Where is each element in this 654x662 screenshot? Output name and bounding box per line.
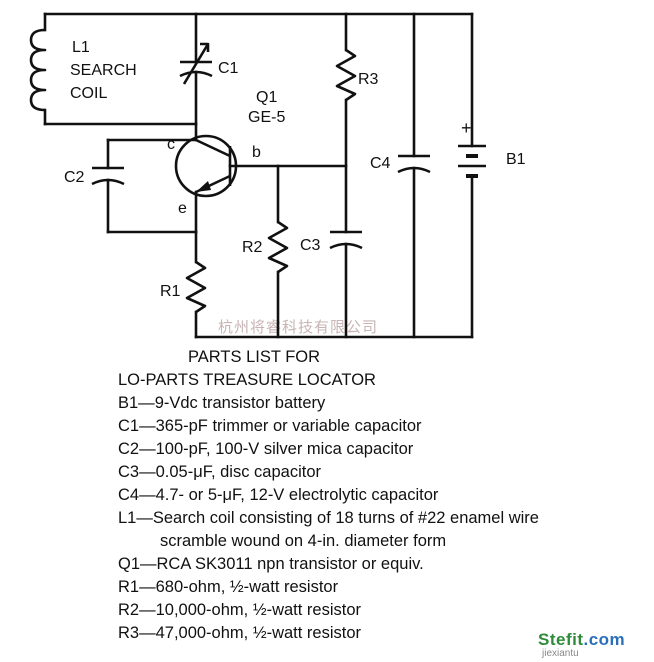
- battery-b1: [458, 12, 486, 339]
- label-c4: C4: [370, 155, 391, 172]
- parts-list-item: R2—10,000-ohm, ½-watt resistor: [118, 599, 648, 622]
- parts-list-item: C1—365-pF trimmer or variable capacitor: [118, 415, 648, 438]
- resistor-r1: [185, 230, 207, 339]
- parts-list-item: L1—Search coil consisting of 18 turns of…: [118, 507, 648, 530]
- part-description: 47,000-ohm, ½-watt resistor: [155, 624, 362, 642]
- part-reference: C3—: [118, 463, 156, 481]
- part-description: RCA SK3011 npn transistor or equiv.: [156, 555, 424, 573]
- part-description: 9-Vdc transistor battery: [154, 394, 326, 412]
- label-coil: COIL: [70, 85, 107, 102]
- label-b1: B1: [506, 151, 526, 168]
- search-coil-l1: [29, 12, 198, 126]
- label-q1-type: GE-5: [248, 109, 285, 126]
- part-reference: C1—: [118, 417, 156, 435]
- capacitor-c2: [91, 138, 198, 234]
- resistor-r3: [335, 12, 357, 234]
- label-l1: L1: [72, 39, 90, 56]
- label-emitter-pin: e: [178, 200, 187, 217]
- parts-list-item: C4—4.7- or 5-μF, 12-V electrolytic capac…: [118, 484, 648, 507]
- logo-subtext: jiexiantu: [542, 648, 579, 659]
- part-description: scramble wound on 4-in. diameter form: [160, 532, 447, 550]
- part-reference: R2—: [118, 601, 156, 619]
- label-r1: R1: [160, 283, 181, 300]
- part-reference: B1—: [118, 394, 155, 412]
- part-reference: C4—: [118, 486, 156, 504]
- label-c2: C2: [64, 169, 85, 186]
- label-search: SEARCH: [70, 62, 137, 79]
- parts-list-item: scramble wound on 4-in. diameter form: [118, 530, 648, 553]
- capacitor-c4: [397, 12, 431, 339]
- parts-list: PARTS LIST FOR LO-PARTS TREASURE LOCATOR…: [118, 346, 648, 645]
- label-c3: C3: [300, 237, 321, 254]
- parts-list-item: C3—0.05-μF, disc capacitor: [118, 461, 648, 484]
- parts-list-item: B1—9-Vdc transistor battery: [118, 392, 648, 415]
- capacitor-c3: [329, 230, 363, 339]
- part-reference: R1—: [118, 578, 156, 596]
- part-description: 365-pF trimmer or variable capacitor: [155, 417, 422, 435]
- parts-list-item: C2—100-pF, 100-V silver mica capacitor: [118, 438, 648, 461]
- part-description: 680-ohm, ½-watt resistor: [155, 578, 339, 596]
- capacitor-c1: [179, 12, 213, 126]
- logo-text: Stefit.com: [538, 630, 625, 650]
- label-r2: R2: [242, 239, 263, 256]
- circuit-schematic: 杭州将睿科技有限公司: [29, 12, 526, 339]
- label-collector-pin: c: [167, 136, 175, 153]
- parts-list-item: Q1—RCA SK3011 npn transistor or equiv.: [118, 553, 648, 576]
- parts-list-title-line1: PARTS LIST FOR: [188, 348, 321, 366]
- transistor-q1: [174, 134, 348, 198]
- part-reference: C2—: [118, 440, 156, 458]
- logo-text-a: Stefit: [538, 630, 584, 649]
- part-reference: R3—: [118, 624, 156, 642]
- part-description: Search coil consisting of 18 turns of #2…: [152, 509, 539, 527]
- label-base-pin: b: [252, 144, 261, 161]
- logo-text-b: .com: [583, 630, 626, 649]
- parts-list-title-line2: LO-PARTS TREASURE LOCATOR: [118, 371, 376, 389]
- site-logo: Stefit.com jiexiantu: [532, 630, 652, 660]
- parts-list-item: R1—680-ohm, ½-watt resistor: [118, 576, 648, 599]
- label-q1: Q1: [256, 89, 277, 106]
- label-c1: C1: [218, 60, 239, 77]
- part-reference: L1—: [118, 509, 153, 527]
- part-description: 10,000-ohm, ½-watt resistor: [155, 601, 362, 619]
- label-r3: R3: [358, 71, 379, 88]
- resistor-r2: [267, 164, 289, 339]
- part-description: 100-pF, 100-V silver mica capacitor: [155, 440, 414, 458]
- part-description: 0.05-μF, disc capacitor: [155, 463, 322, 481]
- label-battery-plus: +: [461, 118, 472, 138]
- parts-list-item: R3—47,000-ohm, ½-watt resistor: [118, 622, 648, 645]
- watermark-text: 杭州将睿科技有限公司: [218, 318, 378, 336]
- part-description: 4.7- or 5-μF, 12-V electrolytic capacito…: [155, 486, 439, 504]
- part-reference: Q1—: [118, 555, 157, 573]
